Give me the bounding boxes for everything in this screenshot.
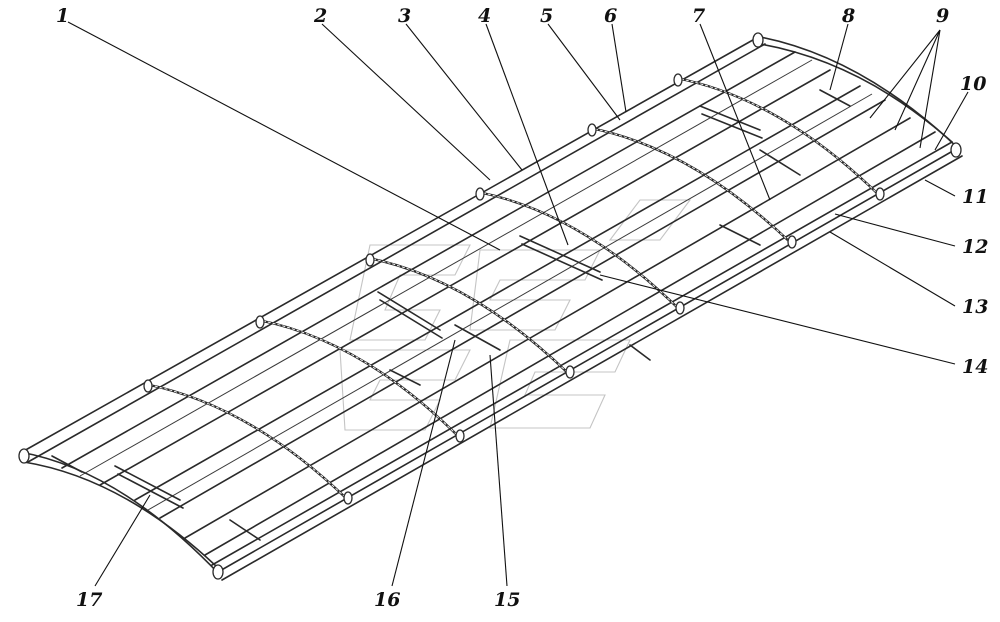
leader-15 xyxy=(489,354,508,587)
cross-bars xyxy=(51,89,851,541)
callout-2: 2 xyxy=(313,5,327,27)
callout-14: 14 xyxy=(962,356,988,378)
leader-13 xyxy=(829,231,956,307)
mounting-bolts xyxy=(18,32,962,580)
watermark xyxy=(339,199,692,431)
callout-6: 6 xyxy=(604,5,617,27)
callout-5: 5 xyxy=(540,5,553,27)
roof-frame-structure xyxy=(18,32,963,581)
leader-9a xyxy=(869,29,941,119)
arc-bows xyxy=(143,76,882,502)
callout-15: 15 xyxy=(494,589,520,611)
leader-10 xyxy=(934,91,969,151)
callout-16: 16 xyxy=(374,589,400,611)
callout-7: 7 xyxy=(692,5,705,27)
callout-4: 4 xyxy=(478,5,491,27)
leader-11 xyxy=(924,179,956,197)
callout-17: 17 xyxy=(76,589,102,611)
leader-12 xyxy=(834,213,956,247)
leader-9c xyxy=(919,29,941,149)
leader-9b xyxy=(894,29,941,131)
leader-16 xyxy=(391,339,456,587)
leader-8 xyxy=(829,23,849,91)
callout-3: 3 xyxy=(398,5,411,27)
leader-17 xyxy=(94,494,151,587)
callout-13: 13 xyxy=(962,296,988,318)
leader-6 xyxy=(611,23,627,113)
callout-labels: 1 2 3 4 5 6 7 8 9 10 11 12 13 14 15 16 1… xyxy=(56,5,988,611)
leader-4 xyxy=(485,23,569,246)
leader-14 xyxy=(599,274,956,365)
callout-11: 11 xyxy=(962,186,988,208)
leader-2 xyxy=(321,23,491,181)
leader-1 xyxy=(67,21,501,251)
leader-3 xyxy=(405,23,523,171)
callout-1: 1 xyxy=(56,5,69,27)
callout-8: 8 xyxy=(841,5,855,27)
callout-9: 9 xyxy=(936,5,949,27)
leader-5 xyxy=(547,23,621,121)
leader-7 xyxy=(699,23,771,201)
callout-10: 10 xyxy=(960,73,986,95)
callout-12: 12 xyxy=(962,236,988,258)
leader-lines xyxy=(67,21,969,587)
